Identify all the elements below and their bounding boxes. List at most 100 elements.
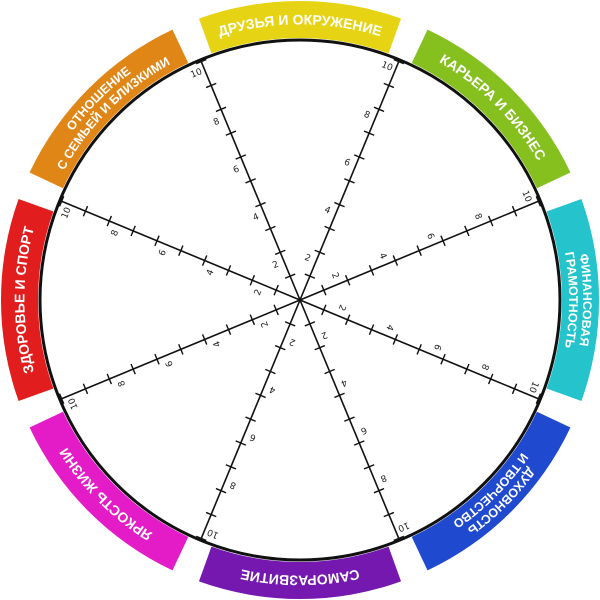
- tick-mark: [154, 235, 160, 247]
- tick-mark: [324, 368, 335, 375]
- tick-label: 10: [189, 67, 204, 81]
- tick-label: 2: [260, 319, 271, 328]
- tick-mark: [255, 201, 266, 208]
- tick-mark: [368, 265, 375, 276]
- tick-mark: [440, 353, 446, 365]
- tick-label: 8: [378, 472, 387, 484]
- tick-mark: [154, 353, 160, 365]
- tick-mark: [353, 440, 365, 446]
- tick-mark: [273, 304, 279, 316]
- tick-mark: [178, 245, 184, 256]
- tick-label: 4: [323, 205, 332, 217]
- tick-mark: [106, 215, 113, 227]
- tick-mark: [249, 314, 256, 326]
- tick-mark: [245, 416, 256, 422]
- tick-label: 4: [205, 268, 217, 277]
- tick-label: 10: [526, 380, 540, 395]
- tick-mark: [274, 344, 286, 351]
- tick-mark: [334, 392, 345, 399]
- tick-mark: [416, 344, 422, 355]
- tick-mark: [314, 344, 326, 351]
- tick-label: 6: [158, 248, 170, 257]
- tick-label: 8: [117, 378, 129, 387]
- tick-mark: [265, 368, 276, 375]
- tick-label: 8: [479, 362, 491, 371]
- tick-mark: [235, 440, 247, 446]
- tick-label: 10: [60, 206, 74, 221]
- tick-mark: [225, 324, 232, 335]
- tick-mark: [344, 178, 355, 184]
- tick-label: 2: [288, 336, 297, 347]
- segment-label: ФИНАНСОВАЯ: [576, 253, 594, 348]
- tick-label: 10: [67, 396, 81, 411]
- tick-mark: [511, 383, 518, 395]
- tick-mark: [273, 284, 279, 296]
- segment-друзья-и-окружение: [198, 0, 402, 54]
- tick-mark: [363, 464, 375, 470]
- tick-mark: [304, 321, 316, 327]
- tick-label: 10: [380, 60, 395, 74]
- spoke: 2 4 6 8 10: [299, 189, 542, 301]
- tick-label: 6: [164, 359, 176, 368]
- tick-mark: [440, 235, 446, 247]
- tick-mark: [245, 178, 256, 184]
- tick-label: 6: [424, 232, 436, 241]
- segment-label: САМОРАЗВИТИЕ: [239, 566, 361, 588]
- tick-mark: [392, 334, 399, 345]
- tick-mark: [487, 215, 494, 227]
- tick-mark: [225, 464, 237, 470]
- tick-mark: [215, 106, 227, 113]
- tick-mark: [383, 82, 395, 89]
- tick-label: 10: [519, 189, 533, 204]
- tick-mark: [201, 334, 208, 345]
- tick-label: 4: [383, 323, 395, 332]
- tick-mark: [225, 130, 237, 136]
- segment-саморазвитие: [198, 546, 402, 599]
- tick-mark: [274, 249, 286, 256]
- tick-label: 4: [212, 339, 224, 348]
- tick-mark: [205, 511, 217, 518]
- tick-mark: [373, 106, 385, 113]
- tick-mark: [383, 511, 395, 518]
- tick-mark: [487, 373, 494, 385]
- tick-label: 6: [248, 431, 257, 443]
- tick-mark: [265, 225, 276, 232]
- tick-mark: [373, 487, 385, 494]
- tick-mark: [393, 535, 405, 542]
- scale-spokes: 2468102468102468102468102468102468102468…: [58, 58, 542, 542]
- tick-mark: [314, 249, 326, 256]
- tick-label: 8: [229, 479, 238, 491]
- tick-mark: [195, 535, 207, 542]
- tick-label: 2: [329, 271, 340, 280]
- tick-label: 2: [303, 253, 312, 264]
- tick-mark: [334, 201, 345, 208]
- tick-mark: [353, 154, 365, 160]
- tick-mark: [130, 225, 136, 237]
- tick-mark: [344, 314, 351, 326]
- tick-mark: [58, 393, 65, 405]
- tick-mark: [321, 284, 327, 296]
- tick-mark: [464, 225, 470, 237]
- tick-mark: [324, 225, 335, 232]
- tick-mark: [249, 274, 256, 286]
- tick-mark: [205, 82, 217, 89]
- tick-mark: [201, 255, 208, 266]
- tick-mark: [178, 344, 184, 355]
- tick-mark: [393, 58, 405, 65]
- segment-отношение-с-семьей-и-близкими: [29, 29, 189, 189]
- tick-label: 2: [336, 303, 347, 312]
- tick-label: 2: [253, 288, 264, 297]
- tick-label: 8: [472, 212, 484, 221]
- tick-mark: [416, 245, 422, 256]
- tick-mark: [535, 195, 542, 207]
- tick-label: 6: [431, 342, 443, 351]
- tick-label: 4: [339, 376, 348, 388]
- tick-label: 4: [252, 212, 261, 224]
- tick-label: 4: [376, 252, 388, 261]
- tick-mark: [58, 195, 65, 207]
- tick-mark: [392, 255, 399, 266]
- tick-mark: [255, 392, 266, 399]
